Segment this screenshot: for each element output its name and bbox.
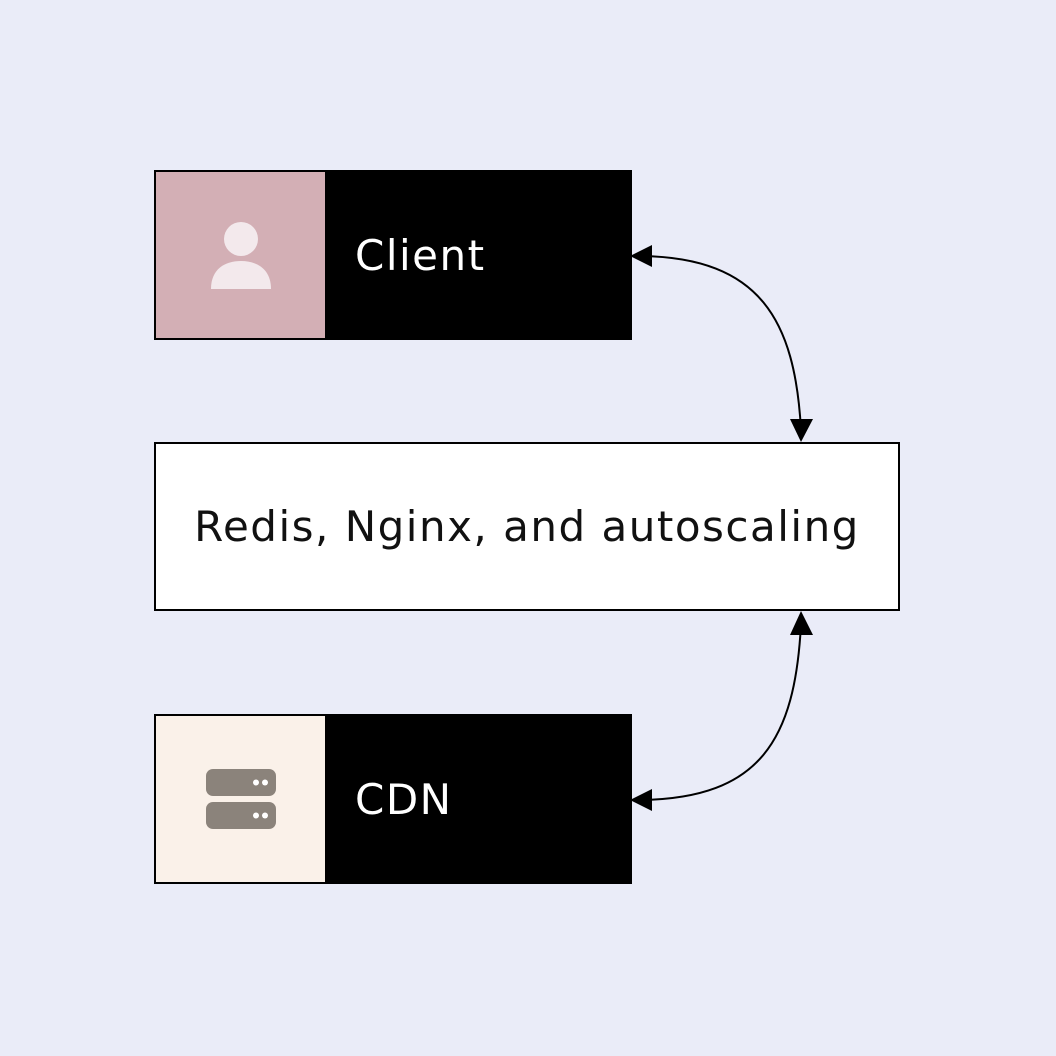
redis-nginx-autoscaling-node[interactable]: Redis, Nginx, and autoscaling xyxy=(154,442,900,611)
cdn-label: CDN xyxy=(355,774,453,824)
client-node[interactable]: Client xyxy=(154,170,632,340)
client-icon-cell xyxy=(156,172,325,338)
edge-cdn-middle xyxy=(641,623,802,801)
server-icon-led xyxy=(261,779,268,786)
user-icon-body xyxy=(210,261,271,289)
user-icon-head xyxy=(223,222,258,256)
user-icon xyxy=(210,222,271,289)
client-label: Client xyxy=(355,230,486,280)
edge-client-middle xyxy=(641,255,802,431)
server-icon-unit-bottom xyxy=(205,802,276,829)
server-icon-led xyxy=(252,779,259,786)
arrowhead-client-side xyxy=(630,245,652,267)
cdn-node[interactable]: CDN xyxy=(154,714,632,884)
arrowhead-middle-bottom xyxy=(790,611,813,635)
cdn-icon-cell xyxy=(156,716,325,882)
server-icon-unit-top xyxy=(205,769,276,796)
arrowhead-middle-top xyxy=(790,419,813,442)
server-icon-led xyxy=(261,812,268,819)
arrowhead-cdn-side xyxy=(630,789,652,811)
server-icon xyxy=(205,769,276,829)
server-icon-led xyxy=(252,812,259,819)
redis-nginx-autoscaling-label: Redis, Nginx, and autoscaling xyxy=(194,502,860,551)
